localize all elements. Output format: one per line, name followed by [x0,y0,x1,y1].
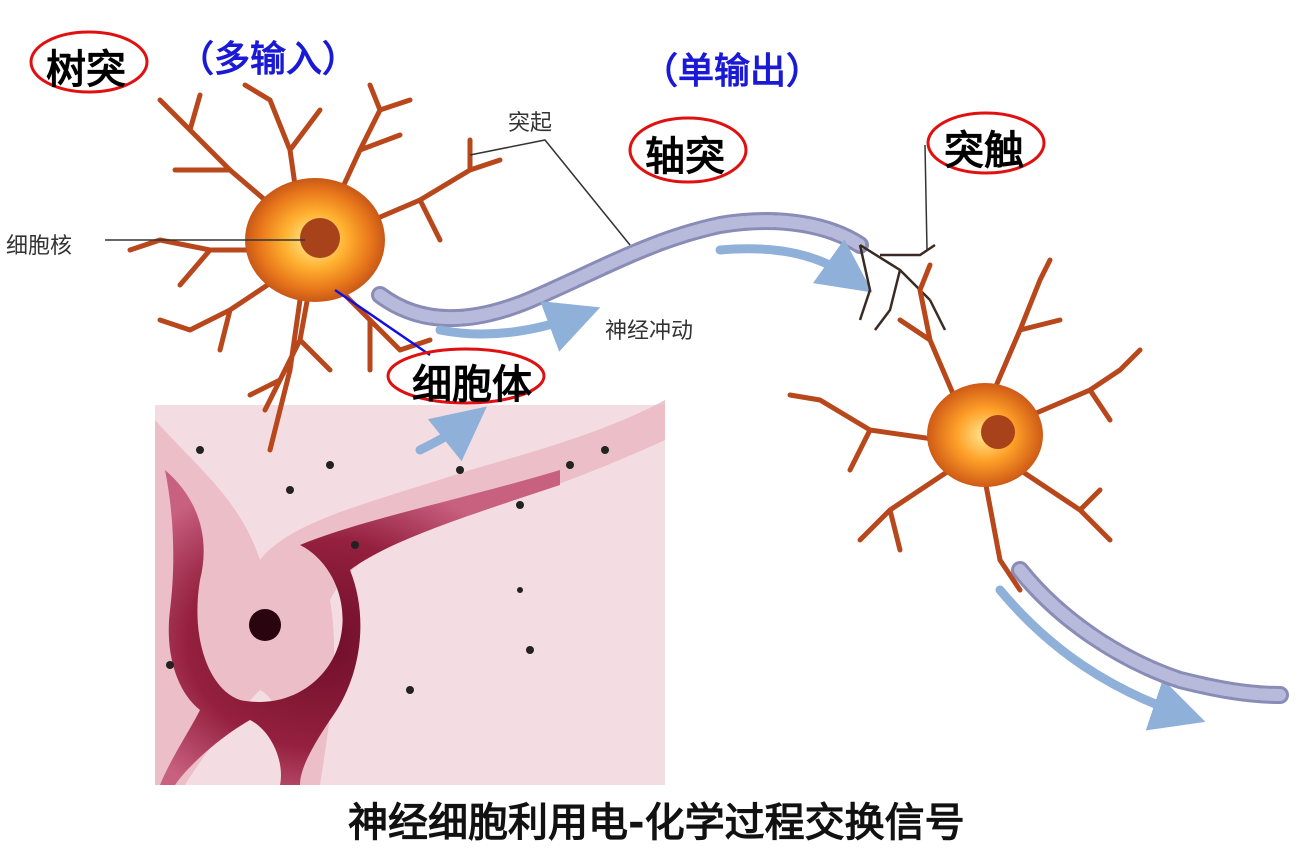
neuron-2-nucleus [981,415,1015,449]
label-nucleus: 细胞核 [6,234,73,259]
impulse-arrows [415,239,1206,731]
soma-oval [386,347,546,405]
micrograph [155,400,665,785]
axon-oval [628,116,748,184]
label-single-output: （单输出） [642,51,823,92]
neuron-1-dendrites [127,82,503,453]
label-synapse: 突触 [944,128,1024,174]
axon-terminals [858,243,947,331]
label-multi-input: （多输入） [178,39,359,80]
label-axon: 轴突 [645,134,725,180]
label-impulse: 神经冲动 [605,319,694,344]
synapse-leader [924,144,928,251]
dendrite-oval [29,30,149,94]
neuron-2-dendrites [787,257,1143,593]
axon-2 [1011,561,1289,704]
synapse-oval [926,111,1046,175]
label-dendrite: 树突 [46,47,126,93]
axon [371,212,869,328]
soma-leader [334,288,431,357]
neuron-1-nucleus [300,218,340,258]
caption: 神经细胞利用电-化学过程交换信号 [348,800,965,846]
highlight-ovals [29,30,1046,405]
leader-lines [105,139,928,251]
label-soma: 细胞体 [412,362,532,408]
label-process: 突起 [508,111,553,136]
process-leader [469,139,631,246]
